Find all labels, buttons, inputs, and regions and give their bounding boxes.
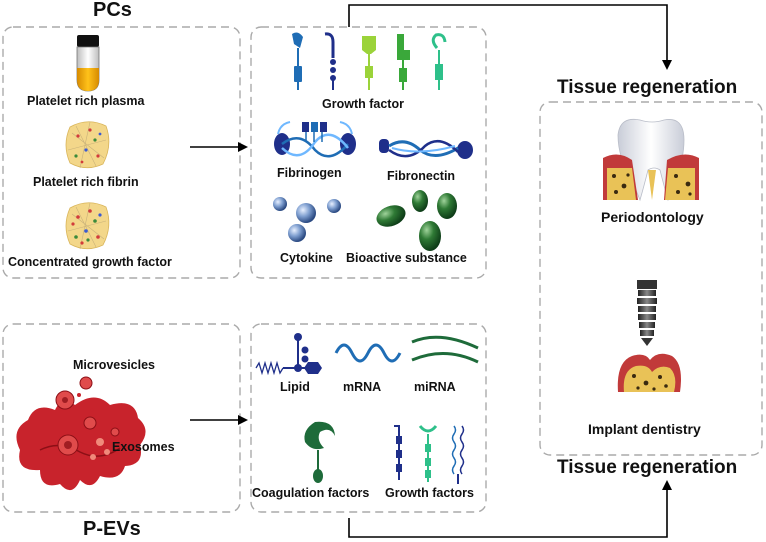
growth-factors-label: Growth factors bbox=[385, 486, 474, 500]
fibronectin-label: Fibronectin bbox=[387, 169, 456, 183]
cgf-clot-icon bbox=[65, 202, 110, 250]
periodontology-label: Periodontology bbox=[601, 209, 704, 225]
growth-factor-icon bbox=[292, 32, 447, 90]
mrna-icon bbox=[334, 343, 402, 363]
prf-label: Platelet rich fibrin bbox=[33, 175, 139, 189]
dental-implant-icon bbox=[637, 280, 657, 346]
arrow-bottom-to-regeneration bbox=[348, 480, 672, 538]
implant-bone-icon bbox=[617, 353, 681, 392]
cytokine-icon bbox=[273, 197, 341, 242]
tissue-regeneration-title-top: Tissue regeneration bbox=[557, 77, 738, 98]
mirna-label: miRNA bbox=[414, 380, 456, 394]
growth-factors-ev-icon bbox=[394, 425, 465, 484]
mrna-label: mRNA bbox=[343, 380, 382, 394]
pcs-components-box bbox=[250, 26, 487, 279]
outcome-box bbox=[539, 101, 763, 456]
prf-clot-icon bbox=[65, 121, 110, 169]
pcs-title: PCs bbox=[93, 0, 132, 21]
pcs-box bbox=[2, 26, 241, 279]
arrow-top-to-regeneration bbox=[348, 4, 672, 70]
lipid-icon bbox=[255, 333, 322, 376]
periodontology-tooth-icon bbox=[603, 118, 699, 202]
prp-label: Platelet rich plasma bbox=[27, 94, 145, 108]
pevs-title: P-EVs bbox=[83, 518, 141, 540]
microvesicles-label: Microvesicles bbox=[73, 358, 155, 372]
coagulation-factor-icon bbox=[304, 421, 335, 483]
bioactive-substance-icon bbox=[376, 190, 457, 251]
coagulation-label: Coagulation factors bbox=[252, 486, 370, 500]
fibronectin-icon bbox=[379, 139, 473, 159]
mirna-icon bbox=[411, 335, 479, 364]
platelet-extracellular-vesicle-icon bbox=[16, 376, 146, 491]
fibrinogen-icon bbox=[274, 121, 356, 158]
exosomes-label: Exosomes bbox=[112, 440, 175, 454]
fibrinogen-label: Fibrinogen bbox=[277, 166, 342, 180]
implant-dentistry-label: Implant dentistry bbox=[588, 421, 701, 437]
pevs-components-box bbox=[250, 323, 487, 513]
bioactive-label: Bioactive substance bbox=[346, 251, 467, 265]
cytokine-label: Cytokine bbox=[280, 251, 333, 265]
prp-tube-icon bbox=[76, 35, 100, 92]
tissue-regeneration-title-bottom: Tissue regeneration bbox=[557, 457, 738, 478]
cgf-label: Concentrated growth factor bbox=[8, 255, 172, 269]
growth-factor-label: Growth factor bbox=[322, 97, 404, 111]
lipid-label: Lipid bbox=[280, 380, 310, 394]
